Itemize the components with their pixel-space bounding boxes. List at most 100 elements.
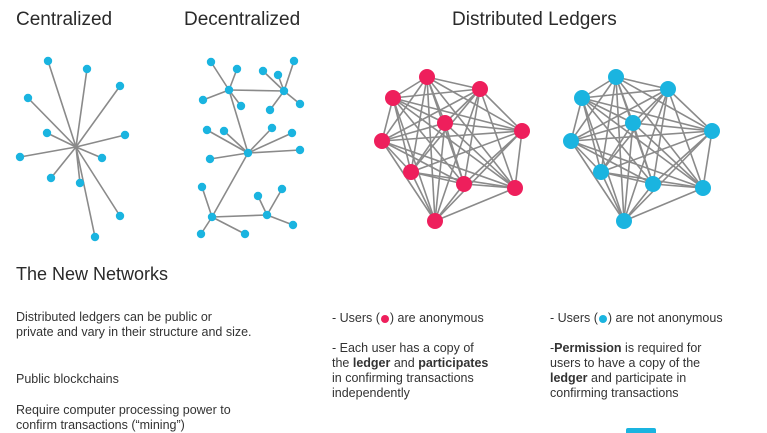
non-anonymous-users-prefix: - Users (: [550, 311, 598, 325]
node: [196, 229, 206, 239]
node: [219, 126, 229, 136]
copy-line-4: independently: [332, 386, 410, 400]
network-edge: [514, 130, 523, 189]
node: [42, 128, 52, 138]
distributed-ledgers-heading: Distributed Ledgers: [452, 9, 617, 30]
node: [267, 123, 277, 133]
node: [115, 81, 125, 91]
permission-line-1-pre: -: [550, 341, 555, 355]
network-edge: [444, 122, 523, 132]
network-edge: [75, 146, 121, 217]
node: [82, 64, 92, 74]
network-edge: [570, 122, 634, 142]
network-edge: [667, 88, 713, 132]
node: [279, 86, 289, 96]
node: [289, 56, 299, 66]
node: [90, 232, 100, 242]
distributed-permissioned-network: [563, 69, 720, 229]
node: [574, 90, 590, 106]
copy-line-2: the ledger and participates: [332, 356, 488, 371]
ledger-term-right: ledger: [550, 371, 588, 385]
network-edge: [228, 89, 249, 154]
copy-line-3: in confirming transactions: [332, 371, 474, 385]
network-edge: [570, 140, 654, 185]
decentralized-heading: Decentralized: [184, 9, 301, 30]
network-edge: [75, 68, 88, 148]
network-edge: [50, 146, 77, 179]
node: [616, 213, 632, 229]
centralized-network: [15, 56, 130, 242]
copy-line-2-pre: the: [332, 356, 353, 370]
network-edge: [46, 132, 77, 148]
copy-line-1: - Each user has a copy of: [332, 341, 474, 355]
network-edge: [632, 88, 669, 124]
network-edge: [600, 76, 617, 173]
network-edge: [392, 97, 516, 189]
network-edge: [600, 171, 625, 222]
network-edge: [75, 146, 96, 238]
network-edge: [381, 140, 465, 185]
network-edge: [410, 122, 446, 173]
permission-line-1-post: is required for: [621, 341, 702, 355]
network-edge: [581, 97, 625, 222]
network-edge: [247, 127, 273, 154]
node: [43, 56, 53, 66]
network-edge: [381, 122, 446, 142]
network-edge: [581, 97, 713, 132]
node: [385, 90, 401, 106]
node: [695, 180, 711, 196]
node: [608, 69, 624, 85]
network-edge: [206, 129, 249, 154]
network-edge: [632, 122, 713, 132]
network-edge: [615, 76, 669, 90]
network-edge: [19, 146, 77, 158]
node: [15, 152, 25, 162]
network-edge: [426, 76, 516, 189]
node: [198, 95, 208, 105]
network-edge: [209, 152, 249, 160]
network-edge: [211, 152, 249, 218]
network-edge: [667, 88, 704, 189]
network-edge: [570, 88, 669, 142]
node: [563, 133, 579, 149]
network-edge: [381, 76, 428, 142]
node: [419, 69, 435, 85]
node: [243, 148, 253, 158]
permission-line-2: users to have a copy of the: [550, 356, 701, 370]
anonymous-users-line: - Users () are anonymous: [332, 311, 484, 326]
node: [287, 128, 297, 138]
network-edge: [247, 149, 301, 154]
network-edge: [392, 97, 465, 185]
network-edge: [600, 130, 713, 173]
network-edge: [75, 134, 126, 148]
node: [593, 164, 609, 180]
network-edge: [262, 70, 285, 92]
node: [645, 176, 661, 192]
node: [288, 220, 298, 230]
permission-line-3-post: and participate in: [587, 371, 687, 385]
network-edge: [381, 140, 436, 222]
mining-line-1: Require computer processing power to: [16, 403, 231, 417]
network-edge: [434, 187, 516, 222]
network-edge: [632, 122, 654, 185]
network-edge: [444, 88, 481, 124]
ledger-term: ledger: [352, 356, 391, 370]
network-edge: [47, 60, 77, 148]
network-edge: [247, 132, 293, 154]
mining-line-2: confirm transactions (“mining”): [16, 418, 185, 432]
network-edge: [479, 88, 523, 132]
network-edge: [570, 140, 704, 189]
node: [273, 70, 283, 80]
network-edge: [581, 97, 654, 185]
network-edge: [652, 130, 713, 185]
network-edge: [426, 76, 481, 90]
anonymous-users-suffix: ) are anonymous: [389, 311, 484, 325]
node: [265, 105, 275, 115]
network-edge: [202, 89, 230, 101]
network-edge: [410, 171, 436, 222]
network-edge: [211, 216, 246, 235]
network-edge: [381, 130, 523, 142]
non-anonymous-users-suffix: ) are not anonymous: [607, 311, 723, 325]
node: [295, 145, 305, 155]
